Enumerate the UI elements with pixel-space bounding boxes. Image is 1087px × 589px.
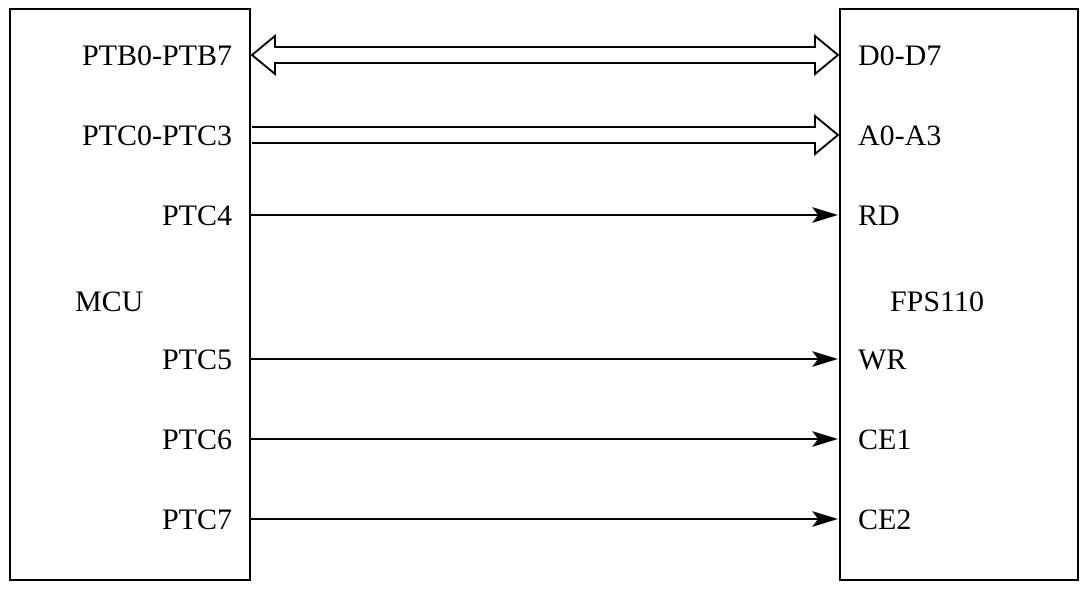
mcu-label: MCU	[75, 285, 144, 318]
data-bus-bidirectional-arrow	[250, 33, 840, 77]
ce2-signal-arrow	[250, 511, 838, 527]
mcu-block	[9, 8, 251, 581]
mcu-pin-ptb0-ptb7: PTB0-PTB7	[82, 39, 232, 72]
mcu-pin-ptc7: PTC7	[162, 503, 232, 536]
ce1-signal-arrow	[250, 431, 838, 447]
fps-pin-rd: RD	[858, 199, 900, 232]
address-bus-arrow	[252, 113, 840, 157]
fps-pin-ce2: CE2	[858, 503, 911, 536]
fps-pin-wr: WR	[858, 343, 906, 376]
mcu-pin-ptc6: PTC6	[162, 423, 232, 456]
fps110-block	[839, 8, 1079, 581]
mcu-pin-ptc5: PTC5	[162, 343, 232, 376]
rd-signal-arrow	[250, 207, 838, 223]
mcu-pin-ptc0-ptc3: PTC0-PTC3	[82, 119, 232, 152]
fps-pin-a0-a3: A0-A3	[858, 119, 941, 152]
fps110-label: FPS110	[890, 285, 984, 318]
fps-pin-ce1: CE1	[858, 423, 911, 456]
wr-signal-arrow	[250, 351, 838, 367]
fps-pin-d0-d7: D0-D7	[858, 39, 941, 72]
mcu-pin-ptc4: PTC4	[162, 199, 232, 232]
